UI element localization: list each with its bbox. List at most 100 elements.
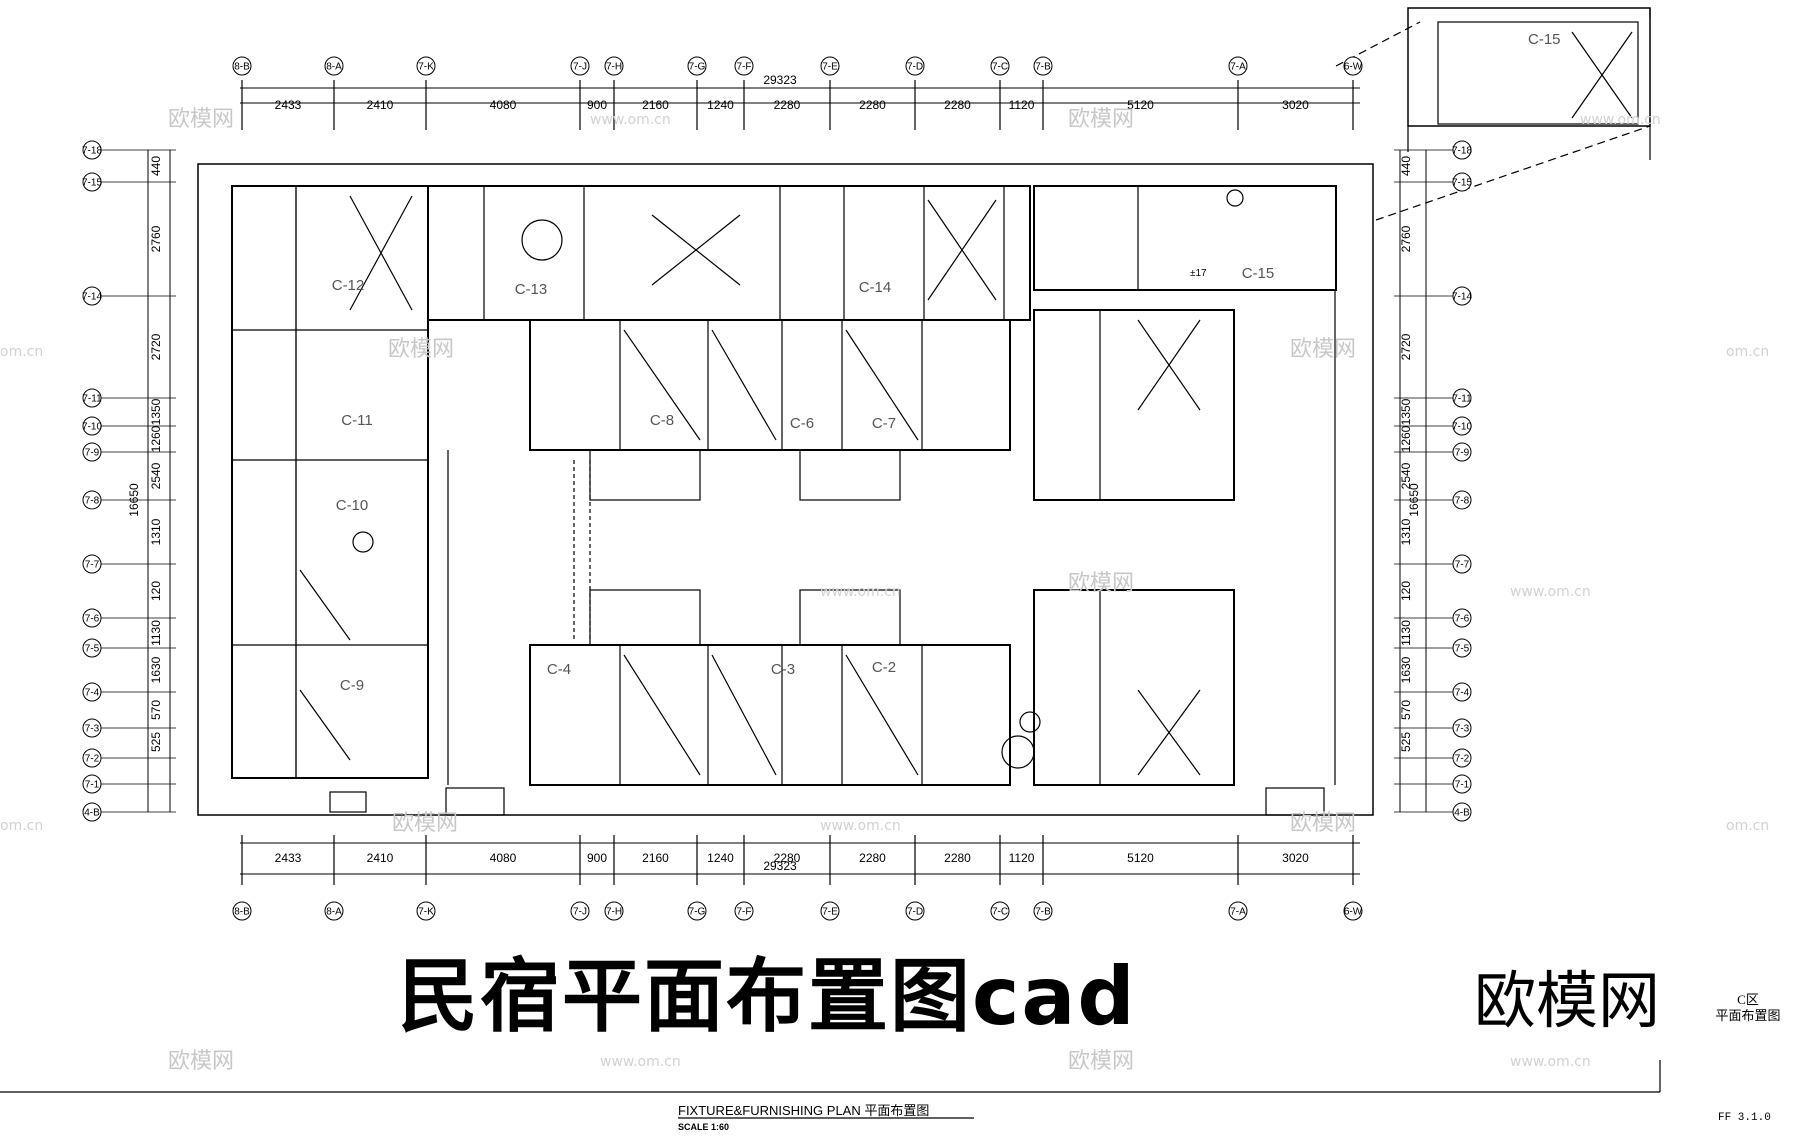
top-dimension-value: 3020 — [1282, 98, 1309, 112]
room-label: C-10 — [336, 497, 369, 514]
bottom-dimension-value: 2280 — [859, 851, 886, 865]
watermark-brand: 欧模网 — [168, 107, 234, 132]
top-axis-bubble-circle — [734, 56, 754, 76]
bottom-dimension-value: 5120 — [1127, 851, 1154, 865]
bottom-axis-bubble-label: 6-W — [1344, 907, 1363, 918]
bottom-axis-bubble-circle — [1033, 901, 1053, 921]
bottom-axis-bubble-label: 7-A — [1230, 907, 1246, 918]
right-dimension-value: 1260 — [1399, 425, 1413, 452]
room-label: C-7 — [872, 415, 896, 432]
watermark-site-short: om.cn — [0, 344, 43, 360]
watermark-site: www.om.cn — [820, 818, 901, 834]
bottom-dimension-value: 4080 — [490, 851, 517, 865]
room-label: C-13 — [515, 281, 548, 298]
left-dimension-value: 525 — [149, 732, 163, 752]
top-axis-bubble-label: 7-J — [573, 62, 587, 73]
top-axis-bubble-circle — [416, 56, 436, 76]
left-axis-bubble-label: 7-5 — [85, 644, 100, 655]
left-axis-bubble-circle — [82, 638, 102, 658]
total-height-left: 16650 — [127, 483, 141, 517]
right-dimension-value: 1310 — [1399, 518, 1413, 545]
watermark-site-short: om.cn — [1726, 344, 1769, 360]
bottom-axis-bubble-circle — [1228, 901, 1248, 921]
top-dimension-value: 1240 — [707, 98, 734, 112]
bottom-dimension-value: 3020 — [1282, 851, 1309, 865]
zone-label-line1: C区 — [1737, 992, 1759, 1007]
watermark-brand: 欧模网 — [168, 1049, 234, 1074]
bottom-axis-bubble-label: 7-J — [573, 907, 587, 918]
right-axis-bubble-circle — [1452, 490, 1472, 510]
left-axis-bubble-label: 7-14 — [82, 292, 102, 303]
right-axis-bubble-circle — [1452, 608, 1472, 628]
right-axis-bubbles: 7-187-157-147-117-107-97-87-77-67-57-47-… — [1452, 140, 1472, 822]
top-axis-bubble-circle — [1033, 56, 1053, 76]
left-dimension-value: 2540 — [149, 462, 163, 489]
bottom-dimension-value: 2160 — [642, 851, 669, 865]
top-axis-bubble-label: 7-K — [418, 62, 434, 73]
right-dimension-value: 570 — [1399, 700, 1413, 720]
watermark-site: www.om.cn — [820, 584, 901, 600]
right-axis-bubble-label: 7-2 — [1455, 754, 1470, 765]
right-axis-bubble-label: 7-7 — [1455, 560, 1470, 571]
bottom-axis-bubble-label: 7-K — [418, 907, 434, 918]
room-label: C-11 — [341, 412, 372, 429]
bottom-axis-bubble-circle — [990, 901, 1010, 921]
watermark-site: www.om.cn — [1510, 584, 1591, 600]
top-dimension-value: 2410 — [367, 98, 394, 112]
left-axis-bubble-circle — [82, 554, 102, 574]
watermark-brand: 欧模网 — [1068, 107, 1134, 132]
top-dimension-value: 2280 — [944, 98, 971, 112]
bottom-axis-bubble-label: 8-B — [234, 907, 250, 918]
bottom-axis-bubble-circle — [734, 901, 754, 921]
watermark-brand: 欧模网 — [1290, 337, 1356, 362]
right-axis-bubble-circle — [1452, 682, 1472, 702]
left-axis-bubble-circle — [82, 682, 102, 702]
watermark-site-short: om.cn — [0, 818, 43, 834]
left-dimension-value: 2760 — [149, 225, 163, 252]
top-axis-bubble-label: 7-C — [992, 62, 1008, 73]
left-axis-bubble-label: 7-10 — [82, 422, 102, 433]
left-dimension-value: 570 — [149, 700, 163, 720]
bottom-axis-bubble-circle — [324, 901, 344, 921]
watermark-brand: 欧模网 — [392, 811, 458, 836]
left-axis-bubble-circle — [82, 748, 102, 768]
watermark-brand: 欧模网 — [1068, 571, 1134, 596]
left-axis-bubble-label: 7-11 — [82, 394, 102, 405]
left-axis-bubble-label: 7-8 — [85, 496, 100, 507]
plan-structure — [0, 7, 1661, 1119]
main-title: 民宿平面布置图cad — [398, 950, 1137, 1043]
bottom-dimension-value: 1240 — [707, 851, 734, 865]
left-axis-bubble-circle — [82, 172, 102, 192]
top-axis-bubble-circle — [232, 56, 252, 76]
bottom-axis-bubble-label: 7-H — [606, 907, 622, 918]
bottom-axis-bubble-circle — [687, 901, 707, 921]
top-axis-bubble-label: 6-W — [1344, 62, 1363, 73]
top-axis-bubble-circle — [604, 56, 624, 76]
bottom-dimension-value: 900 — [587, 851, 607, 865]
right-axis-bubble-label: 7-18 — [1452, 146, 1472, 157]
right-dimension-value: 440 — [1399, 156, 1413, 176]
watermark-brand: 欧模网 — [388, 337, 454, 362]
bottom-axis-bubble-circle — [570, 901, 590, 921]
right-axis-bubble-circle — [1452, 140, 1472, 160]
right-axis-bubble-label: 7-8 — [1455, 496, 1470, 507]
left-dimension-value: 120 — [149, 581, 163, 601]
bottom-axis-bubble-label: 7-E — [822, 907, 838, 918]
right-dimension-value: 1630 — [1399, 656, 1413, 683]
left-dimension-value: 1310 — [149, 518, 163, 545]
top-dimension-value: 1120 — [1009, 98, 1035, 112]
top-axis-bubble-label: 7-E — [822, 62, 838, 73]
top-axis-bubble-label: 7-H — [606, 62, 622, 73]
left-axis-bubble-circle — [82, 490, 102, 510]
bottom-axis-bubble-circle — [416, 901, 436, 921]
zone-label: C区 平面布置图 — [1708, 992, 1788, 1024]
right-axis-bubble-circle — [1452, 416, 1472, 436]
right-axis-bubble-label: 7-5 — [1455, 644, 1470, 655]
bottom-axis-bubble-circle — [820, 901, 840, 921]
bottom-axis-bubble-label: 7-F — [737, 907, 752, 918]
right-dimension-labels: 4402760272013501260254013101201130163057… — [1399, 156, 1413, 752]
left-axis-bubble-circle — [82, 718, 102, 738]
